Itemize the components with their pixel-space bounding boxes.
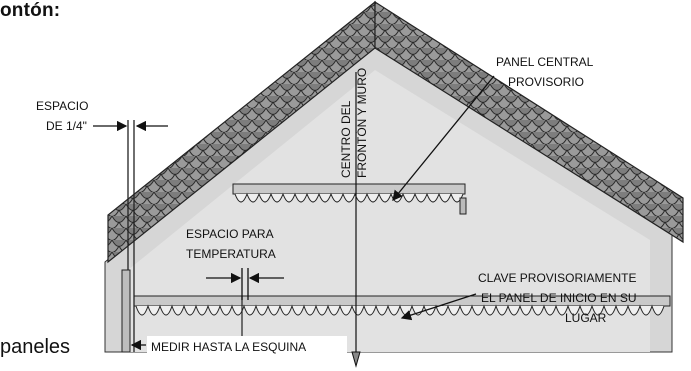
- label-clave-1: CLAVE PROVISORIAMENTE: [478, 271, 636, 285]
- corner-trim: [121, 120, 135, 353]
- label-center-1: CENTRO DEL: [339, 100, 353, 178]
- label-spacing-quarter-2: DE 1/4": [46, 119, 87, 133]
- label-clave-2: EL PANEL DE INICIO EN SU: [481, 291, 637, 305]
- label-spacing-quarter-1: ESPACIO: [36, 99, 88, 113]
- label-center-2: FRONTÓN Y MURO: [354, 68, 369, 178]
- footer-text-fragment: paneles: [0, 336, 71, 358]
- measure-dimension: [130, 336, 347, 354]
- label-clave-3: LUGAR: [565, 311, 607, 325]
- center-plumb-line: [351, 72, 361, 368]
- temperature-gap-indicator: [206, 268, 284, 300]
- label-measure: MEDIR HASTA LA ESQUINA: [151, 340, 306, 354]
- label-temp-1: ESPACIO PARA: [186, 227, 274, 241]
- header-text-fragment: ontón:: [0, 0, 61, 21]
- roof-right-slope: [374, 0, 684, 244]
- label-temp-2: TEMPERATURA: [186, 247, 276, 261]
- label-central-panel-1: PANEL CENTRAL: [496, 55, 594, 69]
- temporary-central-panel: [232, 183, 467, 215]
- label-central-panel-2: PROVISORIO: [508, 75, 584, 89]
- starter-panel-row: [133, 295, 671, 340]
- arrow-central-panel: [392, 75, 495, 202]
- arrow-clave: [400, 293, 477, 321]
